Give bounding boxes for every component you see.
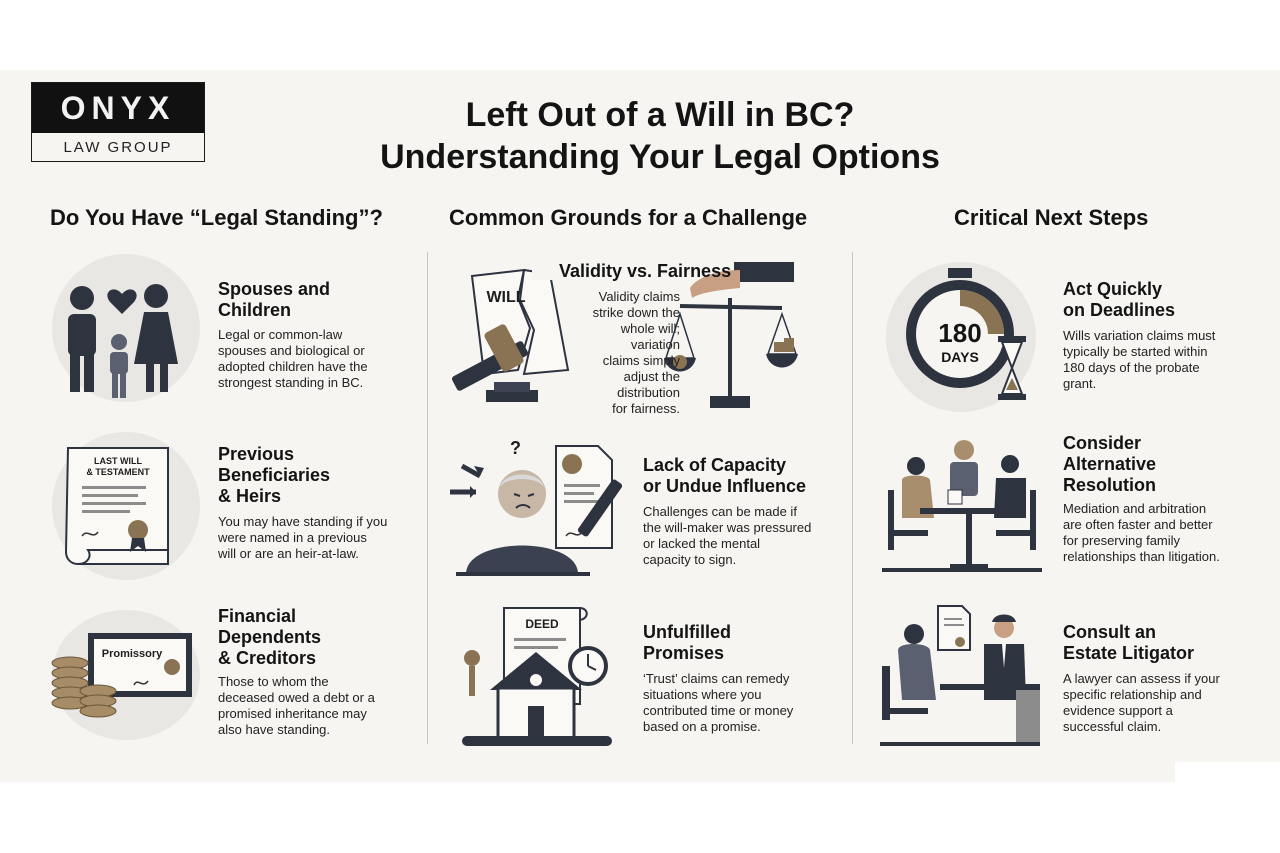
testament-label: & TESTAMENT bbox=[86, 467, 150, 477]
testament-scroll-icon: LAST WILL & TESTAMENT bbox=[64, 447, 169, 565]
logo-name: ONYX bbox=[32, 83, 204, 133]
item-heading: Validity vs. Fairness bbox=[559, 261, 732, 281]
mediation-table-icon bbox=[882, 440, 1042, 572]
house-deed-clock-icon: DEED bbox=[462, 607, 612, 746]
question-mark: ? bbox=[510, 438, 521, 458]
onyx-logo: ONYX LAW GROUP bbox=[31, 82, 205, 162]
torn-will-gavel-scales-icon: WILL bbox=[451, 262, 798, 408]
timer-number: 180 bbox=[938, 318, 981, 348]
logo-subtitle: LAW GROUP bbox=[63, 138, 173, 156]
infographic-panel bbox=[0, 70, 1280, 782]
page-title: Left Out of a Will in BC? Understanding … bbox=[280, 94, 1040, 178]
timer-unit: DAYS bbox=[941, 349, 979, 365]
title-line-1: Left Out of a Will in BC? bbox=[465, 96, 855, 134]
family-icon bbox=[68, 284, 178, 398]
promissory-note-coins-icon: Promissory bbox=[51, 633, 192, 718]
confused-elder-document-icon: ? bbox=[450, 438, 623, 576]
lawyer-consultation-icon bbox=[880, 605, 1040, 746]
promissory-label: Promissory bbox=[102, 648, 163, 660]
column-heading-grounds: Common Grounds for a Challenge bbox=[449, 205, 808, 230]
last-will-label: LAST WILL bbox=[94, 456, 142, 466]
title-line-2: Understanding Your Legal Options bbox=[380, 138, 940, 176]
will-label: WILL bbox=[486, 289, 525, 306]
column-heading-next-steps: Critical Next Steps bbox=[954, 205, 1149, 230]
column-divider-1 bbox=[427, 252, 428, 744]
column-divider-2 bbox=[852, 252, 853, 744]
deed-label: DEED bbox=[525, 617, 559, 631]
column-heading-standing: Do You Have “Legal Standing”? bbox=[50, 205, 383, 230]
stopwatch-hourglass-icon: 180 DAYS bbox=[906, 268, 1026, 400]
corner-patch bbox=[1175, 762, 1280, 787]
